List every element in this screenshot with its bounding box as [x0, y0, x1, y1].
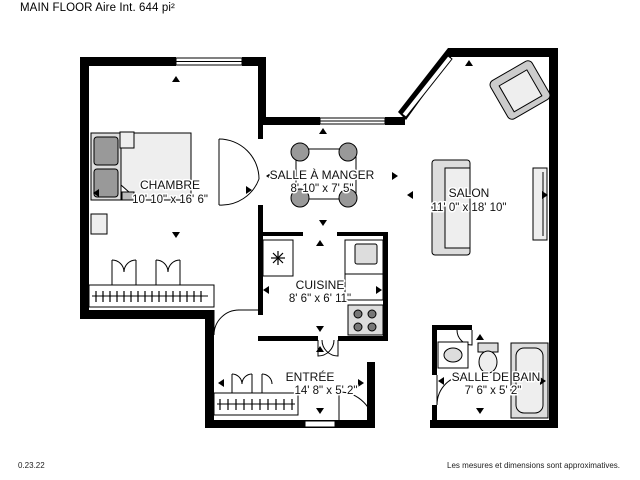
room-dim-cuisine: 8' 6" x 6' 11" [289, 293, 351, 305]
nightstands [90, 131, 135, 235]
sofa [431, 159, 471, 256]
snowflake-icon [271, 251, 285, 265]
room-dim-entree: 14' 8" x 5' 2" [294, 385, 357, 397]
doors [213, 138, 473, 428]
room-entree: ENTRÉE 14' 8" x 5' 2" [284, 368, 359, 399]
interior-walls [258, 123, 472, 425]
room-dim-salle-de-bain: 7' 6" x 5' 2" [465, 385, 522, 397]
room-name-salle-a-manger: SALLE À MANGER [270, 167, 375, 182]
dimension-arrows [93, 60, 548, 414]
bedroom-closet [88, 259, 215, 308]
room-name-salle-de-bain: SALLE DE BAIN [452, 370, 541, 384]
room-name-chambre: CHAMBRE [140, 178, 200, 192]
kitchen-fixtures [262, 239, 384, 336]
plan-version: 0.23.22 [18, 461, 45, 470]
floor-label: MAIN FLOOR [20, 2, 93, 14]
room-name-salon: SALON [449, 186, 490, 200]
area-label: Aire Int. 644 pi² [95, 2, 175, 14]
room-salon: SALON 11' 0" x 18' 10" [430, 185, 508, 216]
room-cuisine: CUISINE 8' 6" x 6' 11" [287, 277, 352, 307]
room-chambre: CHAMBRE 10' 10" x 16' 6" [131, 177, 210, 208]
room-dim-salle-a-manger: 8' 10" x 7' 5" [290, 183, 353, 195]
armchair [489, 60, 551, 120]
room-dim-salon: 11' 0" x 18' 10" [431, 202, 506, 214]
room-name-cuisine: CUISINE [296, 278, 345, 292]
tv-console [532, 167, 548, 241]
plan-header: MAIN FLOOR Aire Int. 644 pi² [20, 2, 175, 14]
room-salle-de-bain: SALLE DE BAIN 7' 6" x 5' 2" [450, 369, 542, 399]
bed [90, 132, 192, 201]
plan-disclaimer: Les mesures et dimensions sont approxima… [447, 461, 620, 470]
room-name-entree: ENTRÉE [286, 369, 335, 384]
windows [175, 55, 453, 428]
bathroom-fixtures [437, 341, 549, 419]
entry-closet [213, 373, 299, 416]
room-salle-a-manger: SALLE À MANGER 8' 10" x 7' 5" [268, 166, 376, 197]
dining-table [290, 142, 358, 208]
room-dim-chambre: 10' 10" x 16' 6" [132, 194, 208, 206]
